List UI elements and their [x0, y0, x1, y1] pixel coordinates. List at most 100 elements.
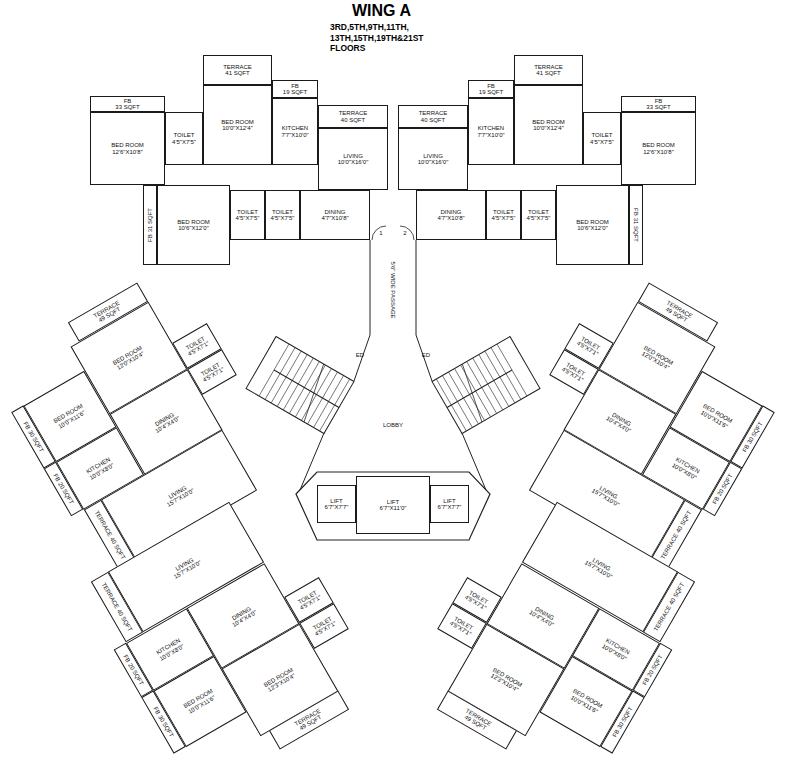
- room-size: 41 SQFT: [536, 70, 560, 76]
- room-size: 6'7"X7'7": [438, 504, 462, 510]
- room-box: TOILET4'5"X7'5": [486, 190, 521, 240]
- room-box: TERRACE41 SQFT: [203, 55, 272, 85]
- room-name: FB: [22, 421, 31, 431]
- room-name: FB: [52, 473, 61, 483]
- room-box: FB 31 SQFT: [629, 185, 643, 265]
- area-label: LOBBY: [383, 422, 403, 429]
- room-name: FB: [147, 234, 153, 242]
- room-size: 33 SQFT: [115, 104, 139, 110]
- room-name: TOILET: [237, 209, 258, 215]
- room-box: TOILET4'5"X7'5": [521, 190, 556, 240]
- room-name: TOILET: [174, 132, 195, 138]
- room-size: 12'6"X10'8": [112, 149, 143, 155]
- room-box: FB19 SQFT: [468, 80, 514, 98]
- room-name: TERRACE: [339, 110, 368, 116]
- room-size: 6'7"X7'7": [325, 504, 349, 510]
- room-name: TERRACE: [223, 64, 252, 70]
- room-size: 10'6"X12'0": [178, 225, 209, 231]
- room-size: 41 SQFT: [225, 70, 249, 76]
- room-name: BED ROOM: [221, 119, 254, 125]
- room-box: KITCHEN7'7"X10'0": [468, 98, 514, 165]
- room-name: KITCHEN: [282, 125, 308, 131]
- plan-title: WING A: [352, 2, 411, 20]
- room-box: BED ROOM10'6"X12'0": [556, 185, 629, 265]
- room-name: FB: [633, 208, 639, 216]
- room-size: 40 SQFT: [341, 117, 365, 123]
- room-name: TOILET: [592, 132, 613, 138]
- room-name: TOILET: [493, 209, 514, 215]
- room-box: TOILET4'5"X7'5": [583, 112, 621, 165]
- passage-walls: [300, 240, 486, 490]
- staircase: [246, 337, 354, 434]
- room-name: FB: [611, 729, 620, 739]
- flat-number: 1: [379, 230, 382, 237]
- room-size: 7'7"X10'0": [477, 132, 504, 138]
- room-size: 12'6"X10'8": [643, 149, 674, 155]
- room-name: LIFT: [443, 498, 455, 504]
- room-box: BED ROOM10'0"X12'4": [203, 85, 272, 165]
- room-box: TERRACE41 SQFT: [514, 55, 583, 85]
- room-size: 4'7"X10'8": [437, 215, 464, 221]
- room-name: FB: [122, 654, 131, 664]
- room-name: BED ROOM: [532, 119, 565, 125]
- room-name: TOILET: [528, 209, 549, 215]
- room-size: 7'7"X10'0": [281, 132, 308, 138]
- room-size: 4'5"X7'5": [590, 139, 614, 145]
- room-name: TERRACE: [660, 532, 680, 560]
- room-name: BED ROOM: [576, 219, 609, 225]
- room-box: LIFT6'7"X7'7": [317, 485, 356, 523]
- room-size: 10'0"X16'0": [418, 159, 449, 165]
- room-name: BED ROOM: [177, 219, 210, 225]
- room-box: TERRACE40 SQFT: [398, 105, 468, 128]
- room-box: TOILET4'5"X7'5": [265, 190, 300, 240]
- staircase: [432, 337, 540, 434]
- room-size: 4'5"X7'5": [527, 215, 551, 221]
- room-name: FB: [741, 444, 750, 454]
- room-name: FB: [152, 706, 161, 716]
- floor-list: 3RD,5TH,9TH,11TH, 13TH,15TH,19TH&21ST FL…: [330, 22, 455, 54]
- room-name: DINING: [325, 209, 346, 215]
- room-name: FB: [487, 83, 495, 89]
- room-name: FB: [655, 98, 663, 104]
- room-name: FB: [711, 496, 720, 506]
- room-name: BED ROOM: [111, 142, 144, 148]
- room-size: 4'5"X7'5": [172, 139, 196, 145]
- room-box: TERRACE40 SQFT: [318, 105, 388, 128]
- passage-label: 5'6" WIDE PASSAGE: [390, 261, 397, 318]
- room-name: DINING: [441, 209, 462, 215]
- room-box: TOILET4'5"X7'5": [230, 190, 265, 240]
- lift-core: [296, 472, 490, 540]
- room-size: 4'7"X10'8": [321, 215, 348, 221]
- room-size: 40 SQFT: [109, 536, 127, 560]
- room-size: 31 SQFT: [633, 218, 639, 242]
- room-size: 4'5"X7'5": [236, 215, 260, 221]
- room-box: DINING4'7"X10'8": [300, 190, 370, 240]
- room-size: 10'0"X16'0": [338, 159, 369, 165]
- room-box: BED ROOM10'6"X12'0": [157, 185, 230, 265]
- room-size: 40 SQFT: [668, 582, 686, 606]
- flat-number: 2: [403, 230, 406, 237]
- room-size: 6'7"X11'0": [380, 505, 407, 511]
- room-box: TOILET4'5"X7'5": [165, 112, 203, 165]
- room-box: FB33 SQFT: [621, 96, 696, 112]
- room-name: KITCHEN: [478, 125, 504, 131]
- room-size: 19 SQFT: [283, 89, 307, 95]
- room-box: BED ROOM12'6"X10'8": [90, 112, 165, 185]
- room-name: LIFT: [330, 498, 342, 504]
- room-size: 19 SQFT: [479, 89, 503, 95]
- room-name: TERRACE: [419, 110, 448, 116]
- room-size: 40 SQFT: [421, 117, 445, 123]
- room-name: FB: [641, 677, 650, 687]
- room-name: LIVING: [343, 153, 363, 159]
- room-name: FB: [291, 83, 299, 89]
- room-size: 31 SQFT: [147, 208, 153, 232]
- room-name: LIFT: [387, 499, 399, 505]
- room-name: TOILET: [272, 209, 293, 215]
- room-size: 40 SQFT: [675, 510, 693, 534]
- room-size: 10'0"X12'4": [222, 125, 253, 131]
- duct-label: ED: [356, 352, 364, 359]
- room-box: BED ROOM10'0"X12'4": [514, 85, 583, 165]
- room-name: FB: [124, 98, 132, 104]
- room-name: LIVING: [423, 153, 443, 159]
- room-box: KITCHEN7'7"X10'0": [272, 98, 318, 165]
